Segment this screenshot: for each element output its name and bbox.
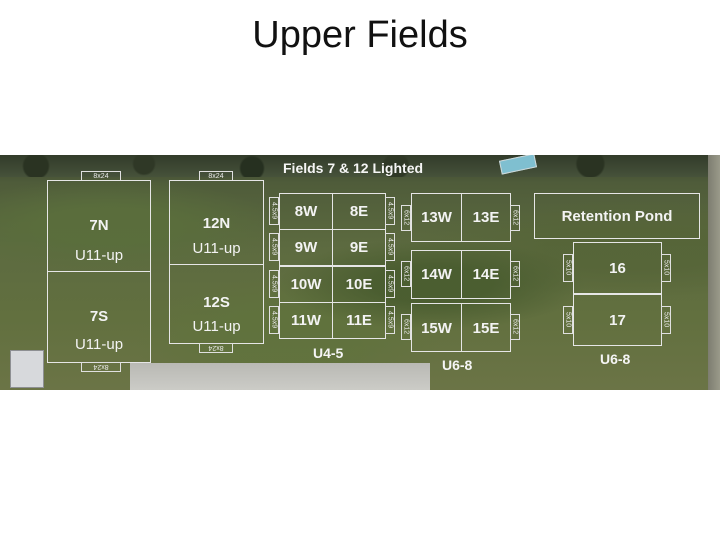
goal-12-bottom: 8x24: [199, 343, 233, 353]
field-7s[interactable]: 7S U11-up: [47, 271, 151, 363]
goal-11e: 4.5x9: [385, 306, 395, 334]
field-15w-name: 15W: [421, 320, 452, 337]
field-7n-age: U11-up: [74, 247, 124, 264]
field-16-name: 16: [609, 260, 626, 277]
goal-10w: 4.5x9: [269, 270, 279, 298]
field-13w[interactable]: 13W: [411, 193, 462, 242]
retention-pond: Retention Pond: [534, 193, 700, 239]
goal-13w: 6x12: [401, 205, 411, 231]
field-9e[interactable]: 9E: [332, 229, 386, 266]
field-14e[interactable]: 14E: [461, 250, 511, 299]
goal-14e: 6x12: [510, 261, 520, 287]
field-13e-name: 13E: [472, 209, 500, 226]
field-16[interactable]: 16: [573, 242, 662, 294]
field-7s-name: 7S: [89, 308, 109, 325]
group-label-u68-right: U6-8: [600, 351, 631, 367]
parking-lot: [130, 363, 430, 390]
field-9e-name: 9E: [349, 239, 369, 256]
field-8w-name: 8W: [294, 203, 318, 220]
goal-16w: 5x10: [563, 254, 573, 282]
field-11e[interactable]: 11E: [332, 302, 386, 339]
field-8e-name: 8E: [349, 203, 369, 220]
goal-17w: 5x10: [563, 306, 573, 334]
goal-8e: 4.5x9: [385, 197, 395, 225]
goal-9w: 4.5x9: [269, 233, 279, 261]
field-12s-name: 12S: [203, 294, 230, 311]
retention-pond-label: Retention Pond: [561, 208, 673, 225]
field-17[interactable]: 17: [573, 294, 662, 346]
field-15w[interactable]: 15W: [411, 303, 462, 352]
goal-7-bottom: 8x24: [81, 362, 121, 372]
field-7n[interactable]: 7N U11-up: [47, 180, 151, 272]
field-12s-age: U11-up: [192, 318, 241, 335]
goal-15e: 6x12: [510, 314, 520, 340]
building: [10, 350, 44, 388]
group-label-u45: U4-5: [313, 345, 344, 361]
road: [708, 155, 720, 390]
group-label-u68-left: U6-8: [442, 357, 473, 373]
goal-10e: 4.5x9: [385, 270, 395, 298]
treeline: [0, 155, 720, 177]
goal-14w: 6x12: [401, 261, 411, 287]
field-10e-name: 10E: [345, 276, 373, 293]
field-13w-name: 13W: [421, 209, 452, 226]
field-8w[interactable]: 8W: [279, 193, 333, 230]
field-7n-name: 7N: [89, 217, 109, 234]
goal-11w: 4.5x9: [269, 306, 279, 334]
field-7s-age: U11-up: [74, 336, 124, 353]
goal-13e: 6x12: [510, 205, 520, 231]
field-9w[interactable]: 9W: [279, 229, 333, 266]
field-10w-name: 10W: [290, 276, 322, 293]
field-9w-name: 9W: [294, 239, 318, 256]
field-11w-name: 11W: [290, 312, 321, 329]
lighted-note: Fields 7 & 12 Lighted: [283, 160, 424, 176]
field-15e-name: 15E: [472, 320, 500, 337]
field-11e-name: 11E: [346, 312, 372, 329]
field-14w[interactable]: 14W: [411, 250, 462, 299]
aerial-map: Fields 7 & 12 Lighted 8x24 7N U11-up 7S …: [0, 155, 720, 390]
field-12n-name: 12N: [202, 215, 231, 232]
field-10e[interactable]: 10E: [332, 266, 386, 303]
field-10w[interactable]: 10W: [279, 266, 333, 303]
goal-16e: 5x10: [661, 254, 671, 282]
field-12n-age: U11-up: [192, 240, 241, 257]
goal-8w: 4.5x9: [269, 197, 279, 225]
goal-15w: 6x12: [401, 314, 411, 340]
goal-17e: 5x10: [661, 306, 671, 334]
field-12s[interactable]: 12S U11-up: [169, 264, 264, 344]
goal-9e: 4.5x9: [385, 233, 395, 261]
field-8e[interactable]: 8E: [332, 193, 386, 230]
field-15e[interactable]: 15E: [461, 303, 511, 352]
field-11w[interactable]: 11W: [279, 302, 333, 339]
page-title: Upper Fields: [252, 14, 468, 56]
field-13e[interactable]: 13E: [461, 193, 511, 242]
field-14e-name: 14E: [472, 266, 500, 283]
field-12n[interactable]: 12N U11-up: [169, 180, 264, 265]
field-14w-name: 14W: [421, 266, 452, 283]
field-17-name: 17: [609, 312, 626, 329]
